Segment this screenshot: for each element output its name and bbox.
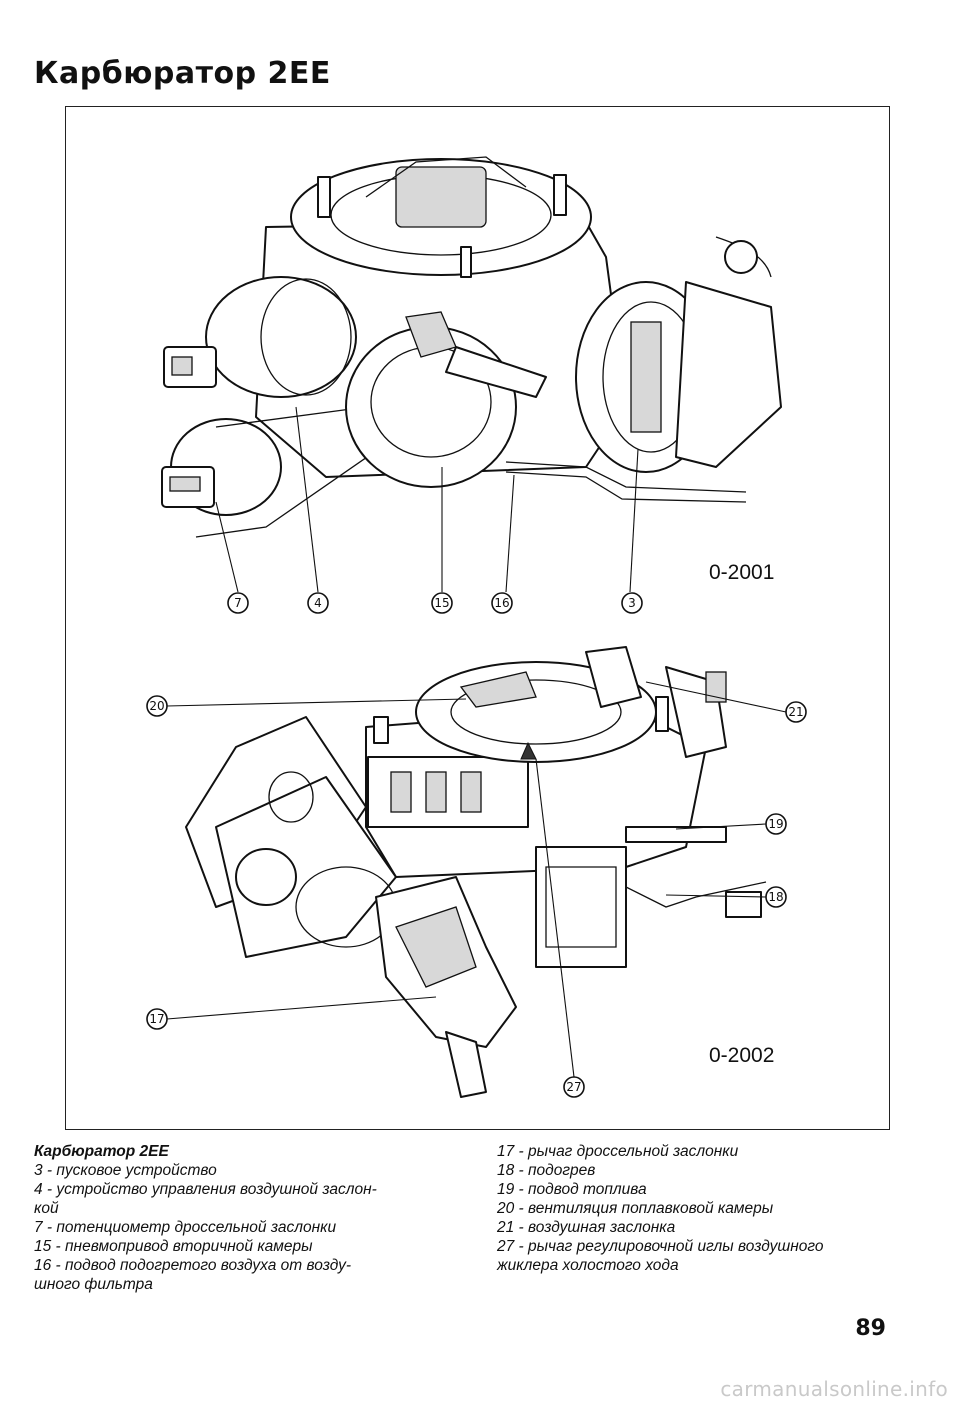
caption-item-4: 4 - устройство управления воздушной засл…	[34, 1181, 377, 1198]
figure-frame: 0-2001 7 4 15 16 3	[65, 106, 890, 1130]
svg-text:15: 15	[434, 596, 449, 610]
caption-item-27-cont: жиклера холостого хода	[497, 1257, 679, 1274]
caption-item-3: 3 - пусковое устройство	[34, 1162, 217, 1179]
caption-item-16-cont: шного фильтра	[34, 1276, 153, 1293]
caption-item-19: 19 - подвод топлива	[497, 1181, 647, 1198]
callout-27: 27	[563, 1076, 585, 1098]
carburetor-illustration: 0-2001 7 4 15 16 3	[146, 156, 807, 1098]
top-view-drawing	[161, 156, 782, 538]
page-title: Карбюратор 2EE	[34, 56, 331, 91]
svg-text:20: 20	[149, 699, 164, 713]
svg-text:4: 4	[314, 596, 322, 610]
caption-item-15: 15 - пневмопривод вторичной камеры	[34, 1238, 313, 1255]
callout-17: 17	[146, 1008, 168, 1030]
caption-item-16: 16 - подвод подогретого воздуха от возду…	[34, 1257, 352, 1274]
callout-19: 19	[765, 813, 787, 835]
page-number: 89	[855, 1316, 886, 1341]
callout-16: 16	[491, 592, 513, 614]
caption-left-column: Карбюратор 2EE 3 - пусковое устройство 4…	[34, 1142, 454, 1294]
caption-item-21: 21 - воздушная заслонка	[497, 1219, 676, 1236]
bottom-view-drawing	[185, 646, 767, 1098]
svg-text:21: 21	[788, 705, 803, 719]
svg-text:18: 18	[768, 890, 783, 904]
top-leaders	[215, 406, 639, 593]
callout-20: 20	[146, 695, 168, 717]
caption-item-17: 17 - рычаг дроссельной заслонки	[497, 1143, 739, 1160]
svg-text:7: 7	[234, 596, 242, 610]
callout-4: 4	[307, 592, 329, 614]
svg-text:3: 3	[628, 596, 636, 610]
watermark: carmanualsonline.info	[720, 1377, 948, 1401]
caption-heading: Карбюратор 2EE	[34, 1143, 169, 1160]
bottom-leaders	[166, 681, 787, 1078]
svg-text:19: 19	[768, 817, 783, 831]
callout-15: 15	[431, 592, 453, 614]
caption-right-column: 17 - рычаг дроссельной заслонки 18 - под…	[497, 1142, 897, 1275]
caption-item-20: 20 - вентиляция поплавковой камеры	[497, 1200, 774, 1217]
caption-item-7: 7 - потенциометр дроссельной заслонки	[34, 1219, 337, 1236]
svg-text:17: 17	[149, 1012, 164, 1026]
caption-item-27: 27 - рычаг регулировочной иглы воздушног…	[497, 1238, 824, 1255]
figure-code-bottom: 0-2002	[709, 1044, 774, 1067]
figure-code-top: 0-2001	[709, 561, 774, 584]
callout-7: 7	[227, 592, 249, 614]
caption-item-4-cont: кой	[34, 1200, 59, 1217]
caption-item-18: 18 - подогрев	[497, 1162, 596, 1179]
callout-18: 18	[765, 886, 787, 908]
svg-text:27: 27	[566, 1080, 581, 1094]
callout-21: 21	[785, 701, 807, 723]
callout-3: 3	[621, 592, 643, 614]
svg-text:16: 16	[494, 596, 509, 610]
